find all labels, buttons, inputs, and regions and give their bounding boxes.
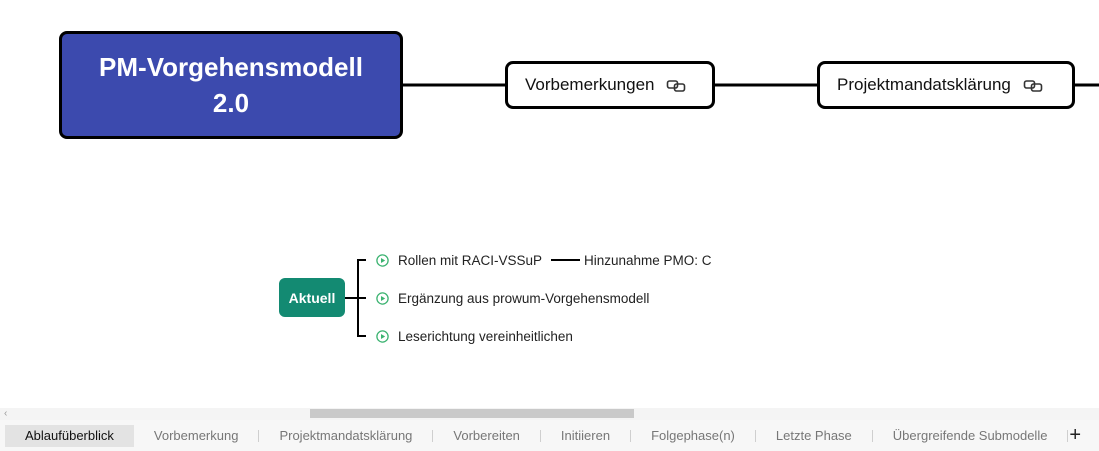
tab-projektmandatsklaerung[interactable]: Projektmandatsklärung [279,428,413,443]
link-icon[interactable] [1023,78,1043,92]
topic-vorbemerkungen-label: Vorbemerkungen [525,75,655,94]
tab-initiieren[interactable]: Initiieren [560,428,611,443]
scrollbar-thumb[interactable] [310,409,634,418]
tab-divider [258,429,260,442]
subtopic-leserichtung[interactable]: Leserichtung vereinheitlichen [376,326,573,346]
play-circle-icon [376,329,389,343]
tab-divider [630,429,632,442]
tab-divider [754,429,756,442]
topic-projektmandatsklaerung-label: Projektmandatsklärung [837,75,1011,94]
tab-divider [539,429,541,442]
subtopic-ergaenzung[interactable]: Ergänzung aus prowum-Vorgehensmodell [376,288,649,308]
connector-lines [345,83,1099,337]
link-icon[interactable] [666,78,686,92]
subtopic-rollen[interactable]: Rollen mit RACI-VSSuP [376,250,542,270]
tab-divider [432,429,434,442]
subtopic-ergaenzung-label: Ergänzung aus prowum-Vorgehensmodell [398,290,650,306]
root-topic[interactable]: PM-Vorgehensmodell 2.0 [59,31,403,139]
tab-vorbemerkung[interactable]: Vorbemerkung [153,428,239,443]
scroll-left-icon[interactable]: ‹ [4,408,8,419]
topic-vorbemerkungen[interactable]: Vorbemerkungen [505,61,715,109]
topic-aktuell[interactable]: Aktuell [279,278,345,317]
tab-divider [1067,429,1069,442]
root-topic-label: PM-Vorgehensmodell 2.0 [99,52,363,118]
tab-letzte-phase[interactable]: Letzte Phase [775,428,852,443]
subtopic-rollen-label: Rollen mit RACI-VSSuP [398,252,543,268]
tab-divider [871,429,873,442]
tab-folgephasen[interactable]: Folgephase(n) [651,428,735,443]
mindmap-canvas[interactable]: PM-Vorgehensmodell 2.0 Vorbemerkungen Pr… [0,0,1099,408]
topic-aktuell-label: Aktuell [288,289,336,306]
sheet-tab-bar: Ablaufüberblick Vorbemerkung Projektmand… [0,420,1099,451]
tab-uebergreifende-submodelle[interactable]: Übergreifende Submodelle [892,428,1048,443]
subtopic-hinzunahme-pmo[interactable]: Hinzunahme PMO: C [584,250,712,270]
subtopic-leserichtung-label: Leserichtung vereinheitlichen [398,328,573,344]
horizontal-scrollbar[interactable]: ‹ [0,408,1099,420]
topic-projektmandatsklaerung[interactable]: Projektmandatsklärung [817,61,1075,109]
subtopic-hinzunahme-pmo-label: Hinzunahme PMO: C [584,252,712,268]
tab-vorbereiten[interactable]: Vorbereiten [453,428,520,443]
play-circle-icon [376,253,389,267]
play-circle-icon [376,291,389,305]
tab-ablaufueberblick[interactable]: Ablaufüberblick [5,424,134,447]
add-tab-button[interactable]: + [1069,424,1081,446]
